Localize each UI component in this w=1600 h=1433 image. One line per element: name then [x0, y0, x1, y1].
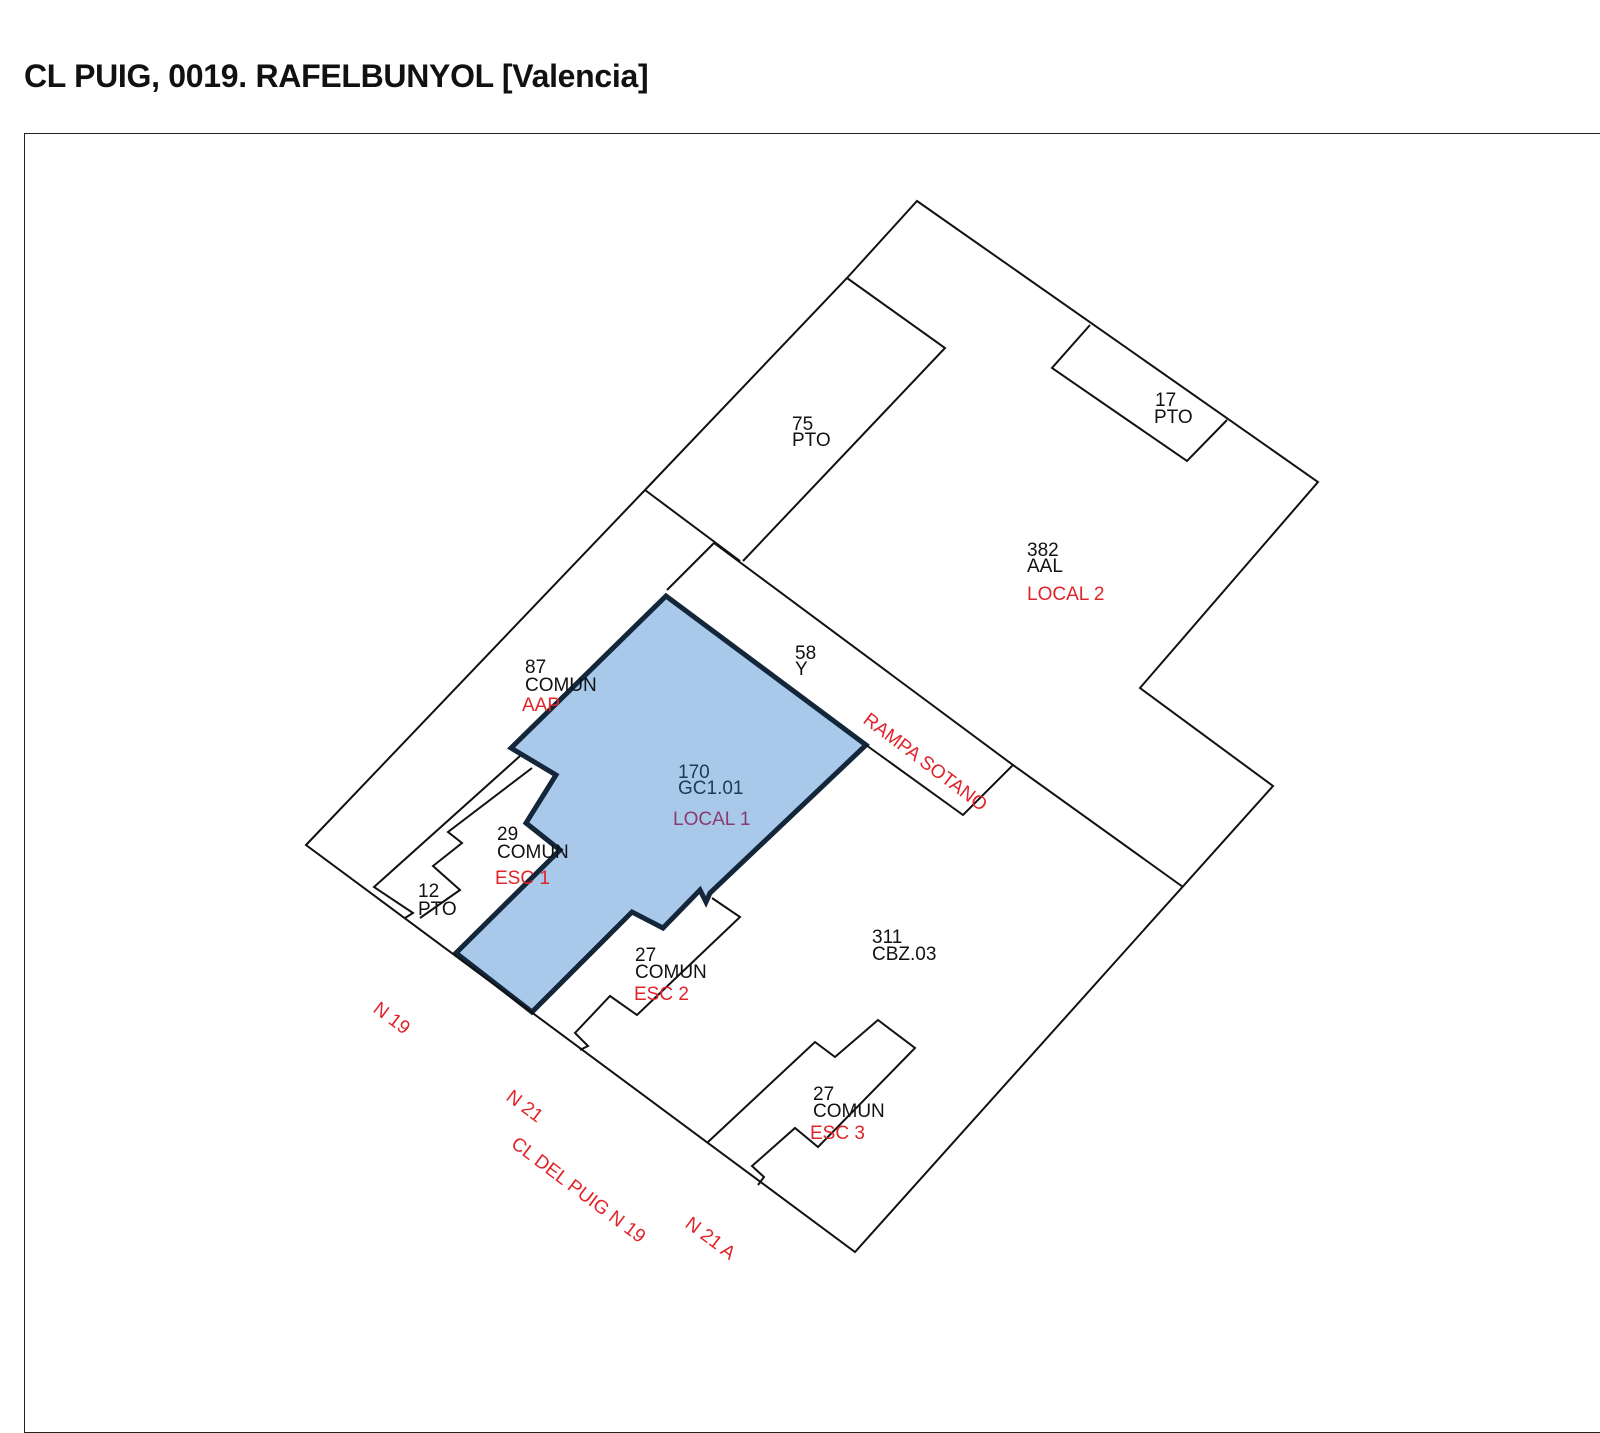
label-area: 170	[678, 762, 710, 783]
parcel-line-aap	[644, 489, 741, 562]
label-use: PTO	[1154, 407, 1193, 428]
street-number-label: N 21 A	[681, 1213, 739, 1264]
street-name-label: CL DEL PUIG N 19	[507, 1133, 649, 1247]
label-area: 87	[525, 657, 546, 678]
label-area: 58	[795, 643, 816, 664]
label-name: AAP	[522, 695, 560, 716]
label-area: 382	[1027, 540, 1059, 561]
label-area: 12	[418, 881, 439, 902]
cadastral-map: 75 PTO 17 PTO 382 AAL LOCAL 2 58 Y RAMPA…	[304, 199, 1320, 1265]
label-use: COMUN	[635, 962, 707, 983]
label-use: COMUN	[525, 675, 597, 696]
parcel-line-esc3	[707, 1018, 917, 1186]
parcel-line-esc1	[372, 755, 521, 919]
label-area: 27	[813, 1084, 834, 1105]
label-use: COMUN	[813, 1101, 885, 1122]
label-use: Y	[795, 659, 808, 680]
label-use: PTO	[418, 899, 457, 920]
label-use: GC1.01	[678, 778, 743, 799]
label-use: PTO	[792, 430, 831, 451]
parcel-line-esc1-inner	[419, 767, 533, 919]
label-use: CBZ.03	[872, 944, 936, 965]
building-outline	[304, 199, 1320, 1254]
label-name: ESC 2	[634, 984, 689, 1005]
parcel-local-1[interactable]	[452, 592, 870, 1016]
page-title: CL PUIG, 0019. RAFELBUNYOL [Valencia]	[24, 58, 649, 94]
street-number-label: N 21	[502, 1086, 547, 1127]
label-area: 29	[497, 824, 518, 845]
parcel-line-rampa-top	[713, 542, 1015, 817]
label-area: 311	[872, 927, 902, 948]
label-name: RAMPA SOTANO	[859, 709, 991, 816]
label-use: COMUN	[497, 842, 569, 863]
street-number-label: N 19	[369, 998, 414, 1039]
label-area: 17	[1155, 390, 1176, 411]
parcel-line-17-pto	[1050, 324, 1228, 463]
label-area: 27	[635, 945, 656, 966]
parcel-line-rampa	[666, 542, 715, 591]
label-area: 75	[792, 414, 813, 435]
label-name: LOCAL 1	[673, 809, 750, 830]
label-name: LOCAL 2	[1027, 584, 1104, 605]
parcel-line-esc2	[573, 897, 742, 1051]
label-name: ESC 3	[810, 1123, 865, 1144]
label-name: ESC 1	[495, 868, 550, 889]
parcel-line-75-pto	[742, 277, 947, 562]
parcel-line-311	[1012, 764, 1184, 888]
label-use: AAL	[1027, 556, 1063, 577]
